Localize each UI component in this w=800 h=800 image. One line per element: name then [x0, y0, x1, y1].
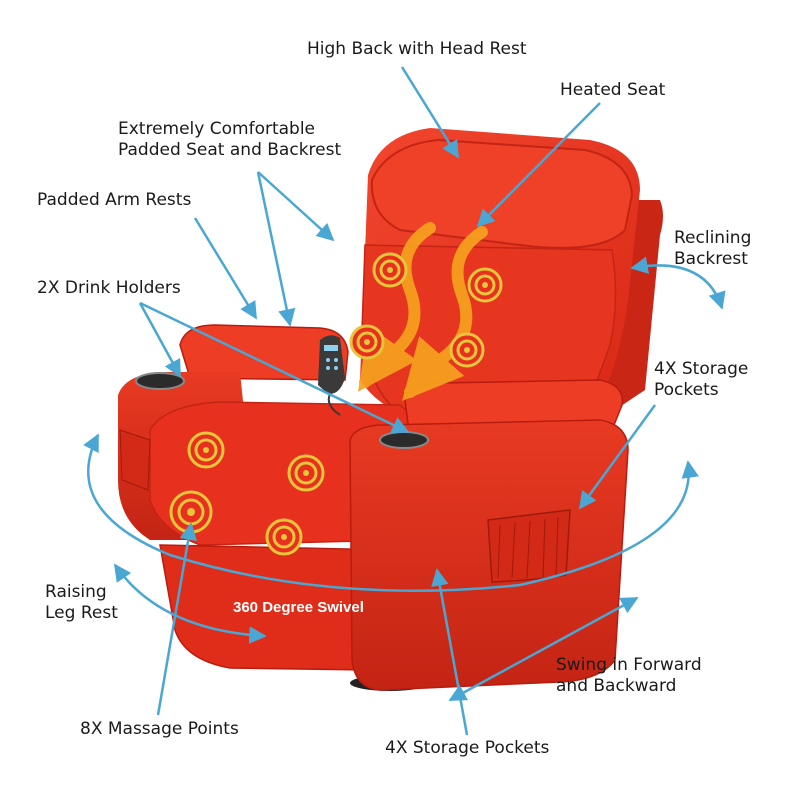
- massage-point: [187, 431, 225, 469]
- arrow-drink-left: [138, 302, 182, 378]
- label-reclining-line2: Backrest: [674, 249, 748, 269]
- massage-point: [449, 332, 485, 368]
- label-massage-points: 8X Massage Points: [80, 719, 239, 739]
- label-comfort-line2: Padded Seat and Backrest: [118, 140, 342, 160]
- arrow-massage: [156, 522, 197, 716]
- label-heated-seat: Heated Seat: [560, 80, 666, 100]
- arrow-storage-bottom: [431, 568, 469, 736]
- heat-wave-right: [402, 226, 488, 401]
- massage-point: [349, 324, 385, 360]
- label-leg-rest-line2: Leg Rest: [45, 603, 118, 623]
- left-side-pocket: [119, 429, 151, 491]
- label-high-back: High Back with Head Rest: [307, 39, 527, 59]
- label-arm-rests: Padded Arm Rests: [37, 190, 192, 210]
- label-swing-line1: Swing in Forward: [556, 655, 702, 675]
- label-drink-holders: 2X Drink Holders: [37, 278, 181, 298]
- arrow-arm-rests: [193, 217, 258, 320]
- heat-wave-left: [358, 222, 436, 392]
- recliner-chair: [118, 128, 663, 691]
- arrow-drink-right: [139, 301, 410, 434]
- label-storage-bottom: 4X Storage Pockets: [385, 738, 550, 758]
- arrow-swivel: [83, 433, 699, 592]
- massage-point: [265, 518, 303, 556]
- arrow-heated-seat: [476, 102, 601, 228]
- callout-arrows: [83, 66, 726, 736]
- swivel-label: 360 Degree Swivel: [233, 599, 364, 616]
- massage-point: [372, 252, 408, 288]
- drink-holder-right: [379, 431, 429, 449]
- label-reclining-line1: Reclining: [674, 228, 752, 248]
- massage-point: [287, 454, 325, 492]
- label-storage-right-line1: 4X Storage: [654, 359, 749, 379]
- right-arm-side: [349, 419, 629, 691]
- label-leg-rest-line1: Raising: [45, 582, 107, 602]
- arrow-high-back: [400, 66, 460, 159]
- heat-waves: [358, 222, 488, 401]
- left-armrest: [179, 324, 349, 381]
- arrow-comfort-back: [257, 171, 335, 242]
- label-storage-right-line2: Pockets: [654, 380, 719, 400]
- label-swing-line2: and Backward: [556, 676, 677, 696]
- drink-holder-left: [135, 372, 185, 390]
- arrow-comfort-seat: [256, 171, 296, 327]
- arrow-swing: [448, 596, 639, 702]
- label-comfort-line1: Extremely Comfortable: [118, 119, 316, 139]
- arrow-reclining: [630, 256, 726, 310]
- headrest: [370, 138, 634, 249]
- massage-point: [467, 267, 503, 303]
